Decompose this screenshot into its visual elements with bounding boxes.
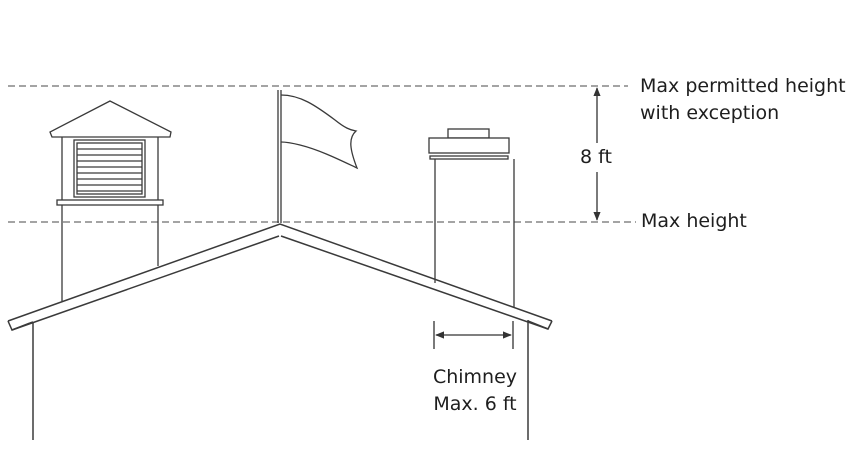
max-height-label: Max height: [641, 210, 747, 232]
dimension-8ft-label: 8 ft: [580, 144, 612, 171]
max-permitted-line1: Max permitted height: [640, 75, 846, 97]
roof-icon: [7, 223, 553, 440]
max-permitted-height-label: Max permitted height with exception: [640, 73, 846, 127]
chimney-line2: Max. 6 ft: [433, 393, 517, 415]
chimney-icon: [428, 128, 515, 307]
flagpole-icon: [277, 90, 359, 223]
cupola-icon: [49, 100, 172, 301]
dimension-arrow-horizontal: [433, 321, 514, 349]
chimney-width-label: Chimney Max. 6 ft: [418, 364, 532, 418]
max-permitted-line2: with exception: [640, 102, 780, 124]
chimney-line1: Chimney: [432, 366, 518, 388]
